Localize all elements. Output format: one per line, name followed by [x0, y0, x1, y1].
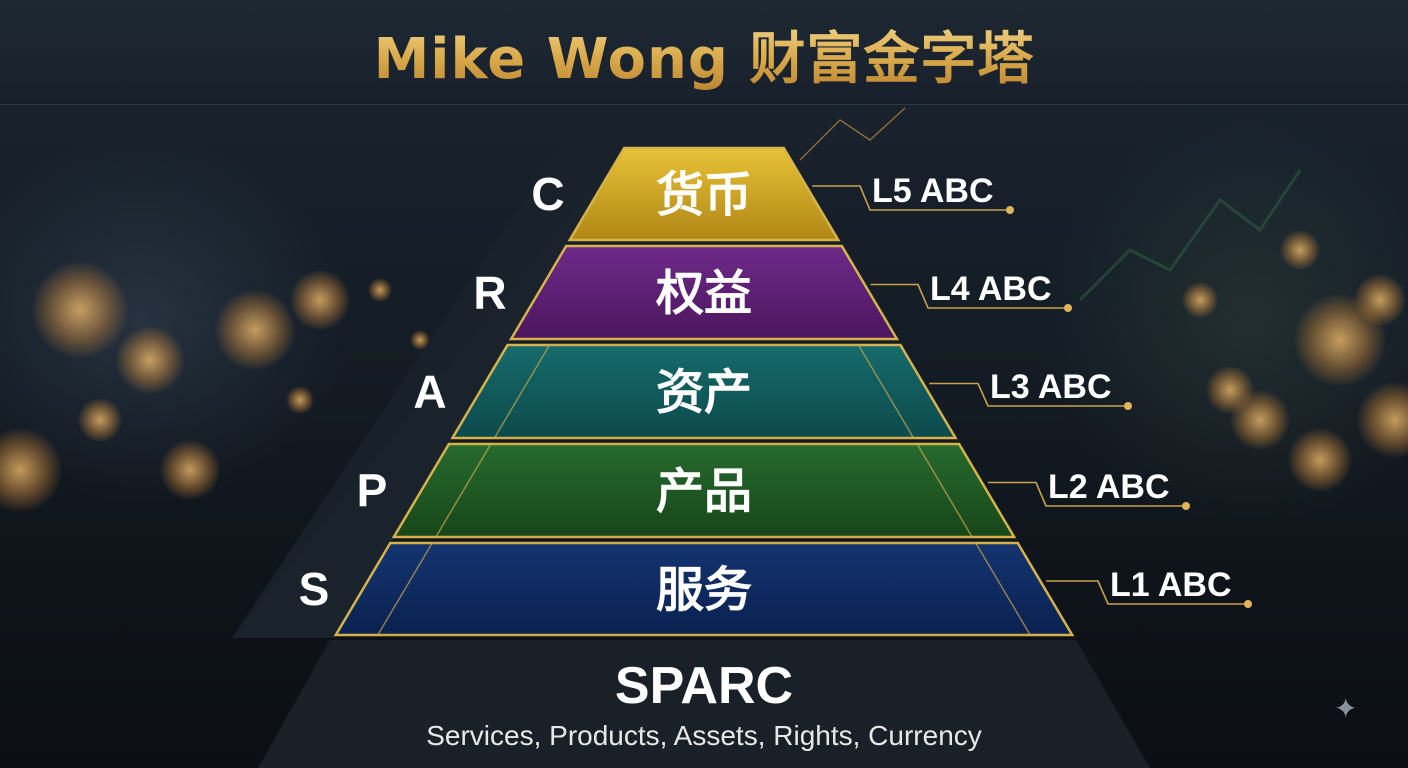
bokeh-light [410, 330, 430, 350]
tier-letter: C [531, 168, 564, 220]
bokeh-light [160, 440, 220, 500]
title-bar: Mike Wong 财富金字塔 [0, 0, 1408, 105]
tier-label: 资产 [656, 365, 752, 421]
level-label: L4 ABC [930, 270, 1052, 308]
bokeh-light [1280, 230, 1320, 270]
bokeh-light [78, 398, 122, 442]
level-connector [987, 481, 1184, 507]
connector-dot [1124, 402, 1132, 410]
acronym-expansion: Services, Products, Assets, Rights, Curr… [426, 720, 982, 751]
bokeh-light [290, 270, 350, 330]
pyramid-tier-4 [508, 244, 900, 341]
pyramid-base [258, 640, 1150, 768]
bokeh-light [116, 326, 184, 394]
tier-bevel [376, 542, 1032, 636]
connector-dot [1006, 206, 1014, 214]
tier-label: 权益 [655, 266, 752, 322]
bokeh-light [32, 262, 128, 358]
tier-bevel [434, 443, 974, 538]
bokeh-light [1354, 274, 1406, 326]
decorative-chart-line-bg [1078, 169, 1302, 302]
tier-letter: P [357, 465, 388, 517]
tier-label: 货币 [656, 167, 752, 223]
bokeh-light [1206, 366, 1254, 414]
level-connector [1046, 580, 1246, 605]
tier-letter: R [473, 267, 506, 319]
level-connector [812, 185, 1008, 211]
page-title: Mike Wong 财富金字塔 [0, 14, 1408, 95]
level-label: L3 ABC [990, 368, 1112, 406]
tier-letter: A [413, 366, 446, 418]
sparkle-icon: ✦ [1334, 692, 1358, 725]
level-label: L5 ABC [872, 172, 994, 210]
bokeh-light [1182, 282, 1218, 318]
bokeh-light [215, 290, 295, 370]
connector-dot [1064, 304, 1072, 312]
bokeh-light [286, 386, 314, 414]
level-label: L1 ABC [1110, 566, 1232, 604]
bokeh-light [368, 278, 392, 302]
pyramid-tier-5 [567, 146, 841, 242]
connector-dot [1182, 502, 1190, 510]
letter-panel-shadow [232, 145, 626, 638]
connector-dot [1244, 600, 1252, 608]
acronym-heading: SPARC [614, 657, 794, 715]
level-connector [870, 283, 1066, 309]
tier-label: 产品 [656, 464, 752, 520]
bokeh-light [1288, 428, 1352, 492]
level-connector [929, 382, 1126, 407]
tier-label: 服务 [656, 562, 752, 618]
decorative-chart-line [799, 107, 906, 161]
tier-bevel [493, 344, 915, 439]
level-label: L2 ABC [1048, 468, 1170, 506]
tier-letter: S [299, 563, 330, 615]
